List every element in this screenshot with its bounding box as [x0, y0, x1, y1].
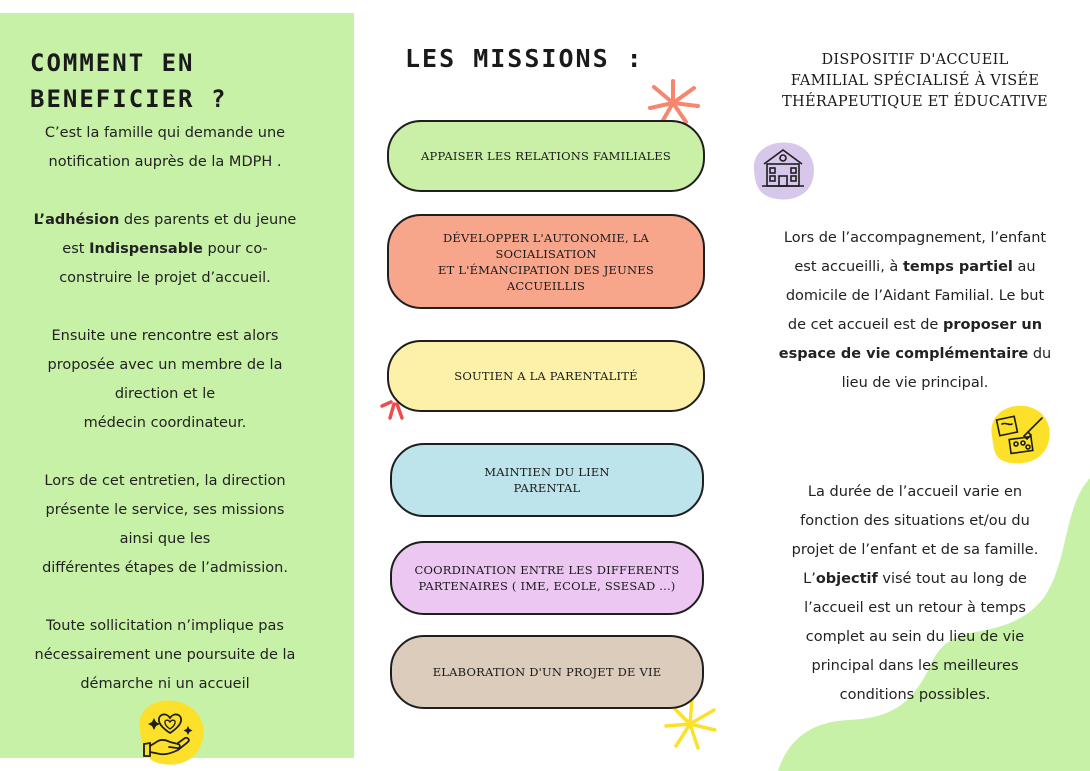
- missions-title: LES MISSIONS :: [405, 44, 644, 73]
- paragraph-adhesion: L’adhésion des parents et du jeune est I…: [33, 212, 297, 286]
- mission-card-lien-parental: MAINTIEN DU LIEN PARENTAL: [390, 443, 704, 517]
- paragraph-rencontre: Ensuite une rencontre est alors proposée…: [47, 328, 283, 431]
- mission-card-projet-de-vie: ELABORATION D'UN PROJET DE VIE: [390, 635, 704, 709]
- paragraph-entretien: Lors de cet entretien, la direction prés…: [42, 473, 288, 576]
- sparkle-decoration: [664, 697, 717, 750]
- mission-card-autonomie: DÉVELOPPER L'AUTONOMIE, LA SOCIALISATION…: [387, 214, 705, 309]
- paragraph-notification: C’est la famille qui demande une notific…: [44, 125, 286, 170]
- mission-card-relations: APPAISER LES RELATIONS FAMILIALES: [387, 120, 705, 192]
- left-title: COMMENT EN BENEFICIER ?: [30, 49, 228, 113]
- dispositif-title: DISPOSITIF D'ACCUEIL FAMILIAL SPÉCIALISÉ…: [782, 52, 1048, 110]
- school-building-icon: [753, 142, 814, 200]
- art-supplies-icon: [991, 405, 1050, 464]
- sparkle-decoration: [648, 79, 700, 124]
- mission-card-parentalite: SOUTIEN A LA PARENTALITÉ: [387, 340, 705, 412]
- left-panel: COMMENT EN BENEFICIER ? C’est la famille…: [0, 13, 354, 765]
- accompagnement-paragraph: Lors de l’accompagnement, l’enfant est a…: [778, 230, 1052, 391]
- heart-hands-icon: [139, 700, 204, 765]
- left-body: C’est la famille qui demande une notific…: [26, 119, 304, 728]
- sparkle-decoration: [380, 400, 404, 420]
- decorative-blob: [778, 478, 1090, 771]
- paragraph-sollicitation: Toute sollicitation n’implique pas néces…: [34, 618, 296, 692]
- mission-card-coordination: COORDINATION ENTRE LES DIFFERENTS PARTEN…: [390, 541, 704, 615]
- duree-paragraph: La durée de l’accueil varie en fonction …: [791, 484, 1039, 703]
